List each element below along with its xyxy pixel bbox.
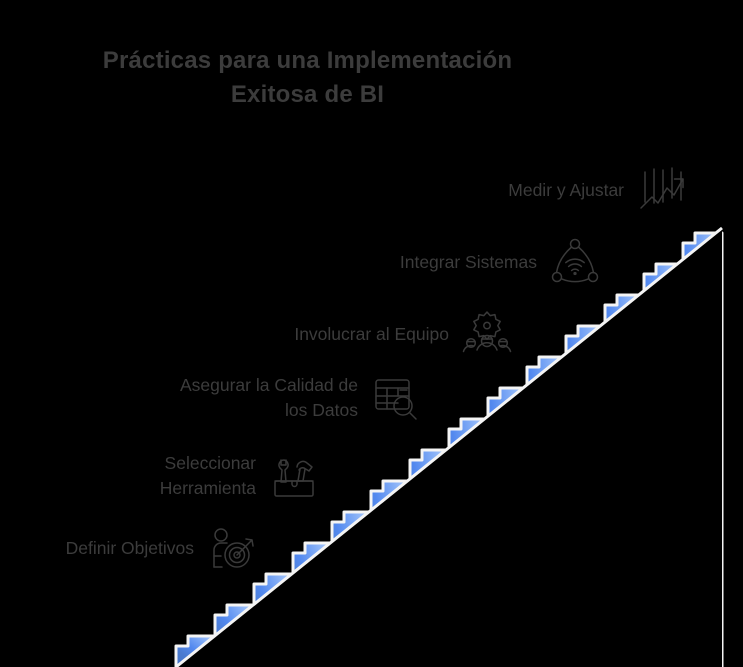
step-item-4[interactable]: Involucrar al Equipo [268, 308, 513, 360]
data-table-magnifier-icon [370, 372, 422, 424]
step-label-3: Asegurar la Calidad de los Datos [179, 375, 358, 420]
rising-chart-arrow-icon [636, 164, 688, 216]
step-item-2[interactable]: Seleccionar Herramienta [140, 450, 320, 502]
step-item-3[interactable]: Asegurar la Calidad de los Datos [150, 372, 422, 424]
toolbox-wrench-hammer-icon [268, 450, 320, 502]
network-nodes-icon [549, 236, 601, 288]
person-target-icon [206, 522, 258, 574]
step-label-4: Involucrar al Equipo [294, 323, 449, 344]
step-item-1[interactable]: Definir Objetivos [18, 522, 258, 574]
step-label-2: Seleccionar Herramienta [159, 453, 256, 498]
step-label-1: Definir Objetivos [65, 537, 194, 558]
stair-soffit-line [175, 226, 723, 667]
step-label-5: Integrar Sistemas [399, 251, 537, 272]
page-title: Prácticas para una Implementación Exitos… [102, 47, 513, 108]
gear-team-icon [461, 308, 513, 360]
step-item-6[interactable]: Medir y Ajustar [488, 164, 688, 216]
step-label-6: Medir y Ajustar [508, 179, 624, 200]
step-item-5[interactable]: Integrar Sistemas [376, 236, 601, 288]
